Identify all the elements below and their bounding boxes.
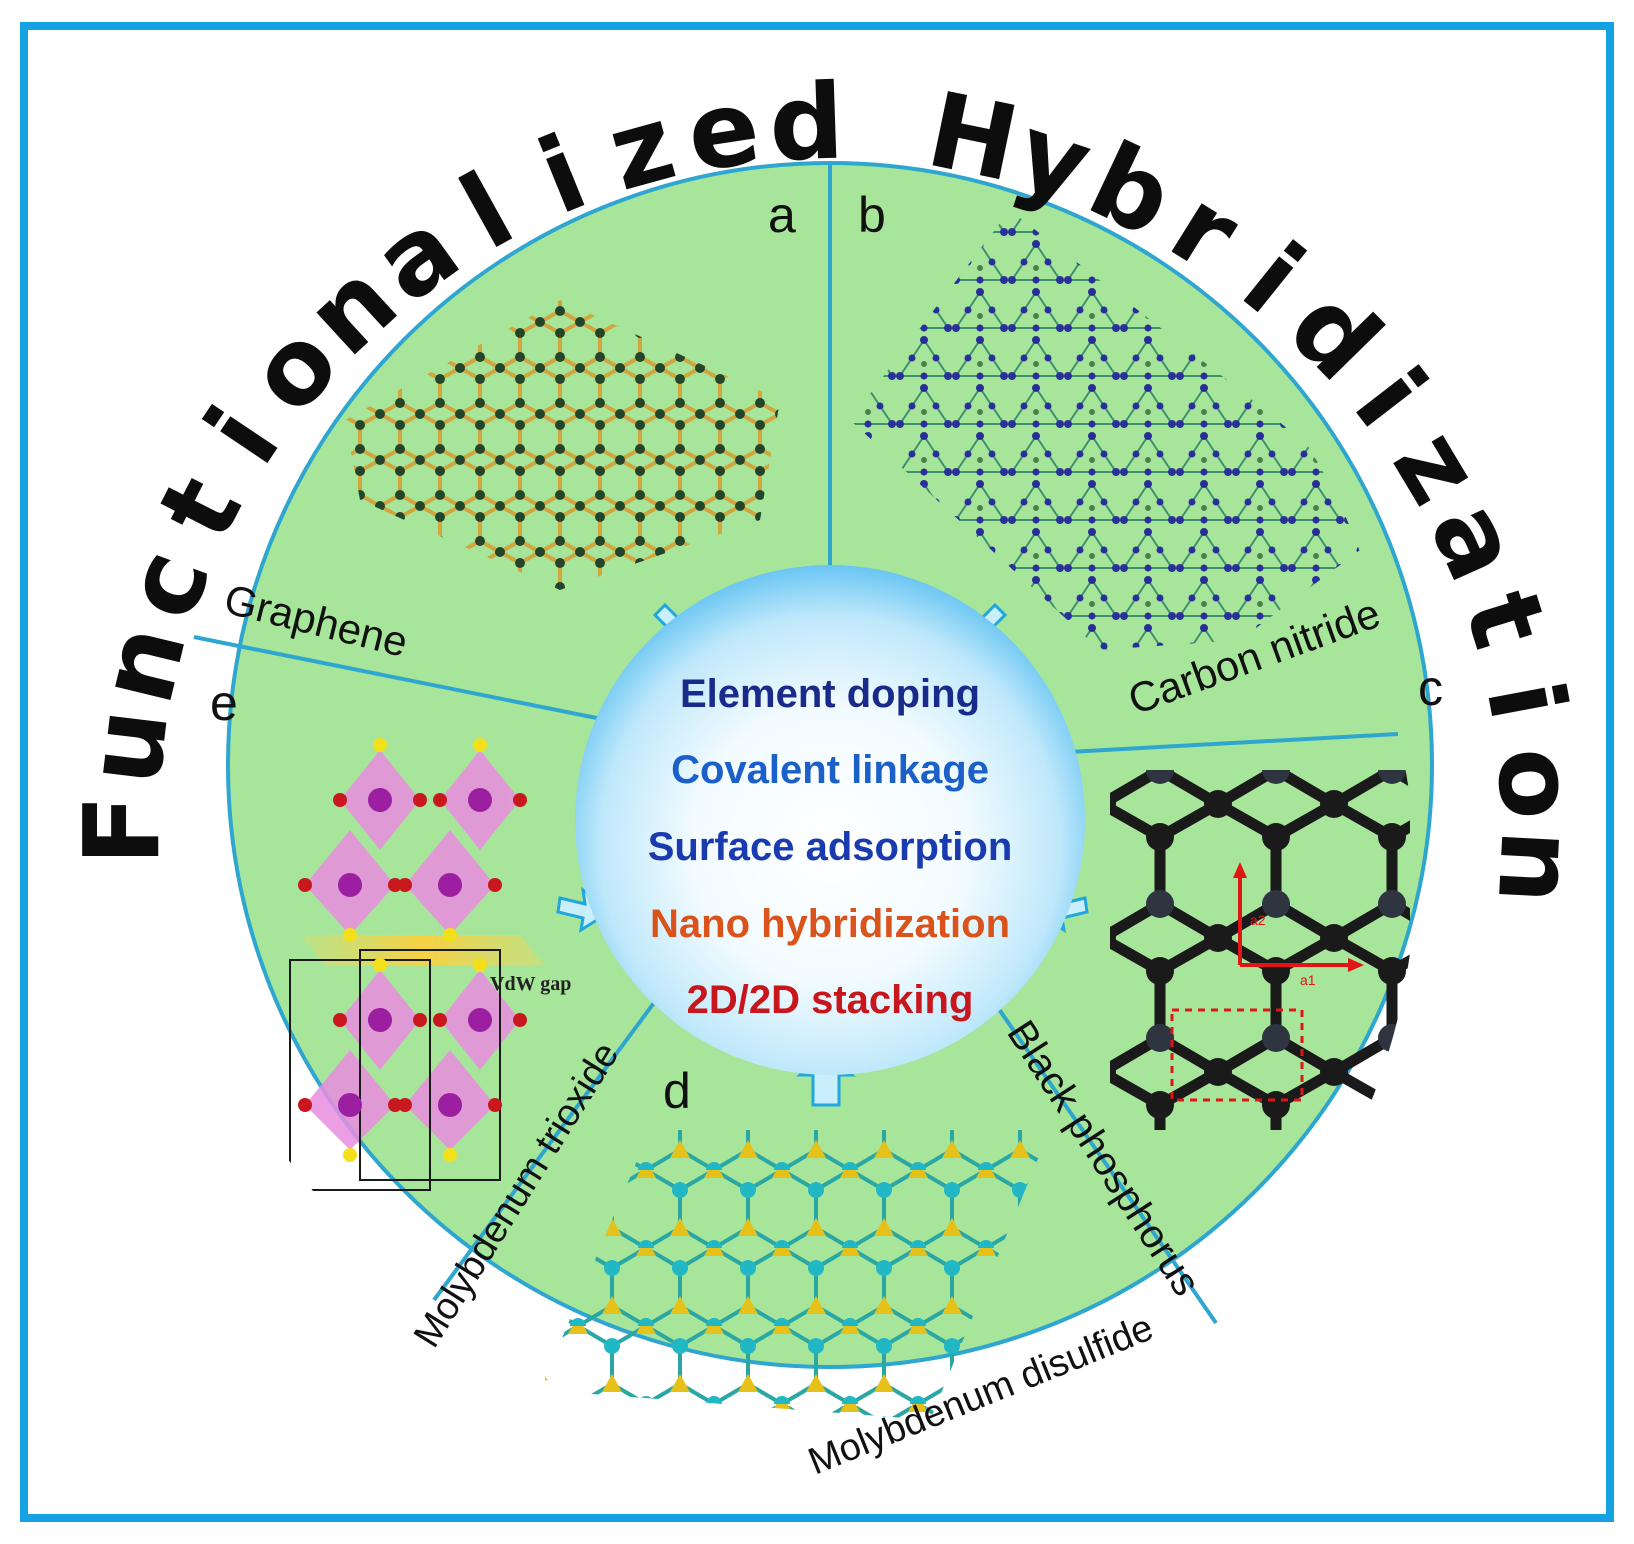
panel-letter-b: b — [858, 187, 886, 243]
title-char: t — [134, 458, 265, 558]
title-char: e — [679, 65, 767, 196]
black-phosphorus-structure: a2 a1 — [1110, 770, 1410, 1130]
molybdenum-trioxide-structure: VdW gap — [289, 738, 571, 1191]
method-2d-2d-stacking: 2D/2D stacking — [687, 978, 974, 1022]
lattice-a2-label: a2 — [1250, 912, 1266, 928]
vdw-gap-label: VdW gap — [490, 973, 571, 995]
method-surface-adsorption: Surface adsorption — [648, 825, 1013, 869]
title-char: o — [1473, 744, 1599, 823]
title-char: d — [767, 61, 845, 185]
panel-letter-d: d — [663, 1063, 691, 1119]
method-element-doping: Element doping — [680, 672, 980, 716]
title-char: i — [1463, 672, 1589, 729]
panel-letter-e: e — [210, 675, 238, 731]
title-char: z — [596, 81, 687, 215]
panel-letter-c: c — [1418, 660, 1443, 716]
panel-letter-a: a — [768, 187, 796, 243]
title-char: c — [98, 534, 234, 634]
title-char: i — [523, 112, 602, 238]
molybdenum-disulfide-structure — [540, 1130, 1050, 1420]
method-nano-hybridization: Nano hybridization — [650, 902, 1010, 946]
carbon-nitride-structure — [850, 210, 1398, 650]
title-char: u — [62, 703, 192, 791]
unit-cell — [1170, 1008, 1304, 1102]
lattice-a1-label: a1 — [1300, 972, 1316, 988]
title-char: n — [74, 614, 210, 715]
graphene-structure — [345, 300, 780, 590]
title-char: F — [61, 794, 183, 865]
method-covalent-linkage: Covalent linkage — [671, 748, 989, 792]
title-char: n — [1474, 827, 1600, 907]
methods-circle — [575, 565, 1085, 1075]
title-char: t — [1440, 577, 1571, 661]
